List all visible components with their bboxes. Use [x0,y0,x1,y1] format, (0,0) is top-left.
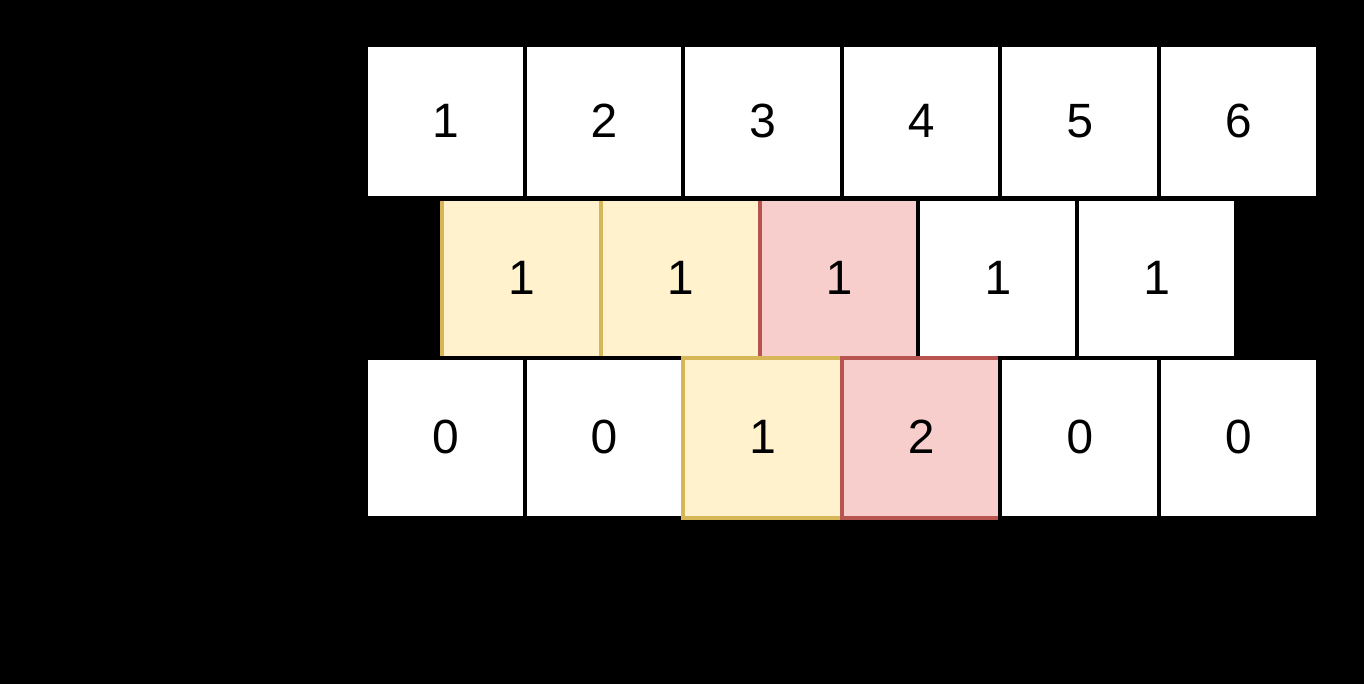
array-cell: 5 [998,43,1161,200]
array-cell: 0 [998,356,1161,520]
array-cell: 6 [1156,43,1320,200]
array-cell: 3 [681,43,844,200]
array-cell: 1 [757,201,921,360]
array-cell: 0 [522,356,686,520]
array-cell: 1 [1075,201,1238,360]
array-cell: 1 [440,201,603,360]
array-cell: 2 [839,356,1003,520]
array-cell: 2 [522,43,686,200]
array-cell: 1 [364,43,527,200]
array-cell: 0 [1156,356,1320,520]
array-cell: 1 [916,201,1080,360]
array-cell: 0 [364,356,527,520]
array-cell: 4 [839,43,1003,200]
array-cell: 1 [598,201,762,360]
array-cell: 1 [681,356,844,520]
